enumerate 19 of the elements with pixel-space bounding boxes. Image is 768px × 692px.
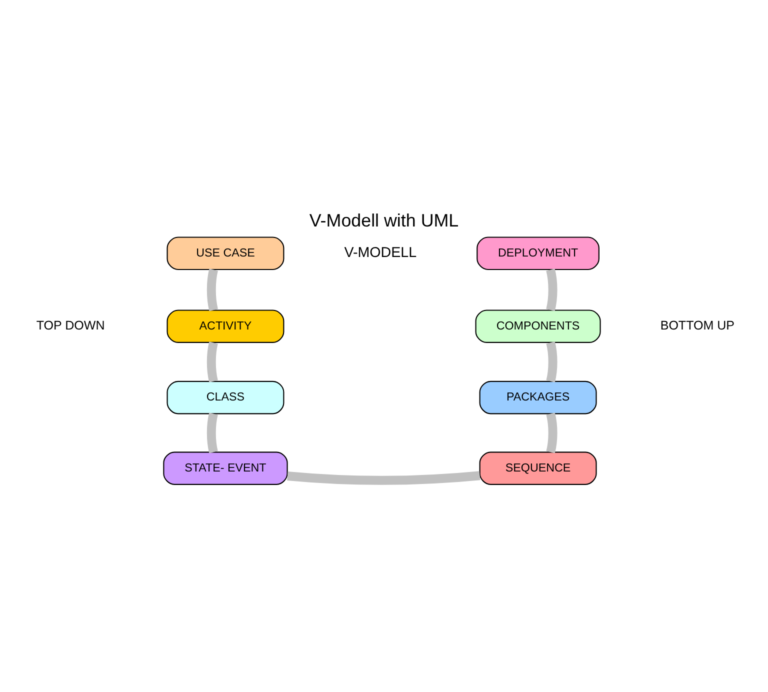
diagram-title: V-Modell with UML (309, 210, 459, 230)
node-box: PACKAGES (479, 380, 597, 414)
label: TOP DOWN (36, 318, 105, 332)
node-box: STATE- EVENT (163, 451, 288, 484)
node-box: DEPLOYMENT (476, 236, 600, 270)
label: BOTTOM UP (660, 318, 735, 332)
connector (546, 341, 558, 382)
node-box: COMPONENTS (475, 309, 601, 342)
node-box: CLASS (166, 380, 284, 414)
label: V-MODELL (344, 244, 417, 260)
connector (206, 341, 218, 382)
node-box: ACTIVITY (166, 309, 284, 342)
connector (206, 412, 218, 453)
node-box: USE CASE (166, 236, 284, 270)
connector (546, 412, 558, 453)
connector (546, 268, 558, 311)
connector (206, 268, 218, 310)
node-box: SEQUENCE (479, 451, 597, 484)
connector (287, 470, 480, 484)
